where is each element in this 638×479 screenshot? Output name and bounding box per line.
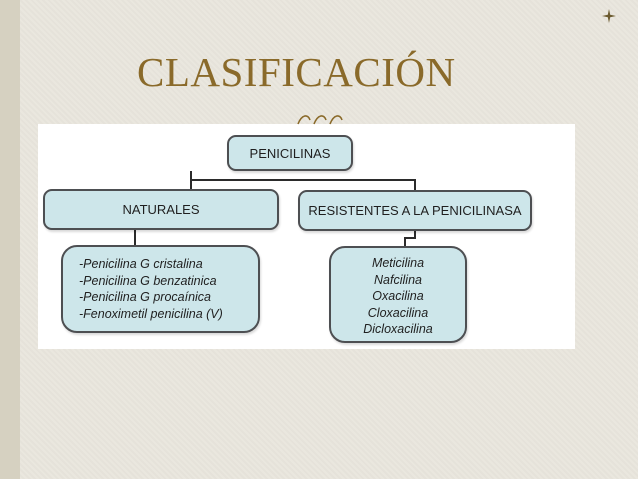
connector-resistentes bbox=[191, 179, 416, 190]
ornament-icon bbox=[297, 115, 343, 125]
branch-resistentes: RESISTENTES A LA PENICILINASA bbox=[298, 190, 532, 231]
list-item: Meticilina bbox=[371, 256, 425, 270]
connector-lines bbox=[134, 171, 416, 246]
list-item: Cloxacilina bbox=[367, 305, 429, 320]
decorative-strip bbox=[0, 0, 20, 479]
list-item: Nafcilina bbox=[374, 272, 422, 287]
list-item: Dicloxacilina bbox=[363, 322, 433, 336]
list-item: -Penicilina G benzatinica bbox=[79, 273, 217, 288]
list-item: -Fenoximetil penicilina (V) bbox=[79, 306, 223, 321]
bullet-mark-icon bbox=[602, 9, 616, 23]
list-item: -Penicilina G cristalina bbox=[79, 257, 203, 271]
slide-title: CLASIFICACIÓN bbox=[137, 49, 456, 95]
list-item: -Penicilina G procaínica bbox=[79, 290, 212, 304]
connector-resistentes-list bbox=[404, 231, 416, 246]
naturales-list: -Penicilina G cristalina -Penicilina G b… bbox=[61, 245, 260, 333]
root-node: PENICILINAS bbox=[227, 135, 353, 171]
branch-naturales: NATURALES bbox=[43, 189, 279, 230]
resistentes-list: Meticilina Nafcilina Oxacilina Cloxacili… bbox=[329, 246, 467, 343]
list-item: Oxacilina bbox=[372, 289, 424, 303]
classification-diagram: PENICILINAS NATURALES RESISTENTES A LA P… bbox=[38, 124, 575, 349]
